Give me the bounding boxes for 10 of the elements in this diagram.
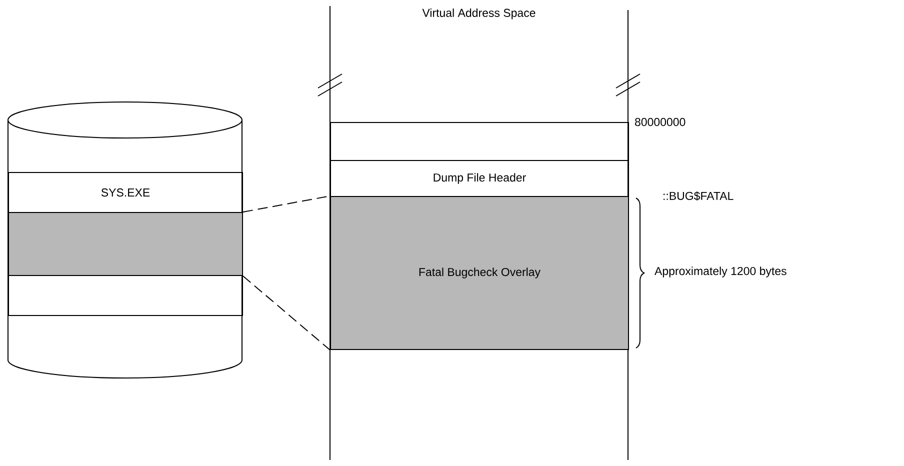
column-title: Virtual Address Space: [422, 8, 536, 20]
empty-band: [330, 122, 629, 161]
address-label: 80000000: [635, 118, 686, 126]
dashed-connector: [242, 276, 330, 350]
disk-cylinder: [8, 102, 242, 378]
empty-band: [8, 275, 243, 316]
shaded-band: [8, 212, 243, 276]
symbol-label: ::BUG$FATAL: [664, 191, 734, 201]
size-label: Approximately 1200 bytes: [654, 266, 786, 278]
shaded-band: Fatal Bugcheck Overlay: [330, 196, 629, 350]
